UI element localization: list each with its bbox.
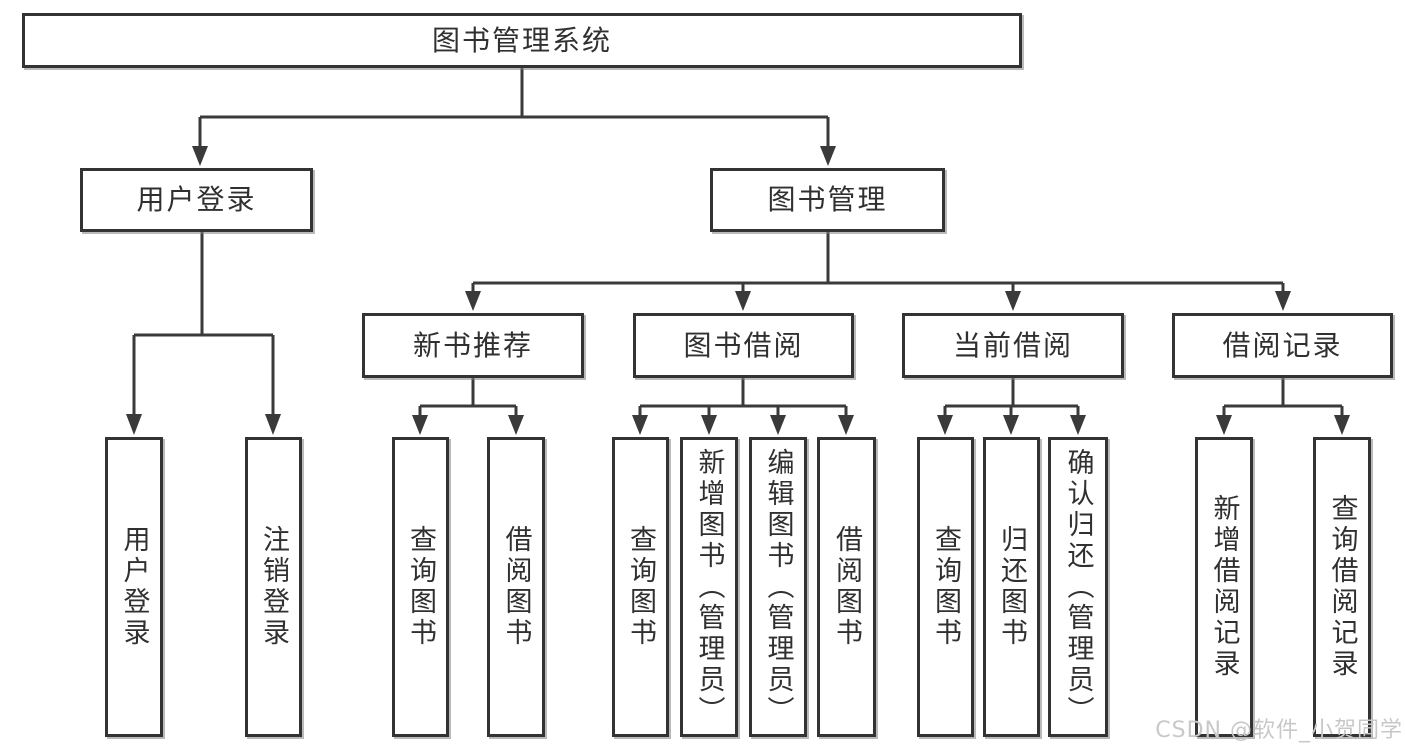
leaf-label: 查询借阅记录 — [1326, 494, 1358, 680]
node-label: 图书管理 — [767, 183, 888, 216]
node-library-system-root: 图书管理系统 — [22, 13, 1022, 68]
leaf-label: 用户登录 — [118, 525, 150, 649]
leaf-label: 借阅图书 — [831, 525, 862, 649]
node-label: 图书借阅 — [683, 328, 804, 362]
node-new-book-recommend: 新书推荐 — [362, 313, 584, 378]
leaf-query-books-recommend: 查询图书 — [392, 437, 449, 737]
leaf-label: 新增借阅记录 — [1208, 494, 1240, 680]
leaf-label: 新增图书（管理员） — [693, 447, 725, 727]
csdn-watermark: CSDN @软件_小贺同学 — [1155, 718, 1403, 743]
leaf-label: 归还图书 — [996, 525, 1027, 649]
leaf-query-borrow-record: 查询借阅记录 — [1313, 437, 1371, 737]
leaf-label: 确认归还（管理员） — [1062, 447, 1094, 727]
node-label: 当前借阅 — [952, 328, 1073, 362]
node-label: 图书管理系统 — [431, 23, 612, 57]
node-label: 借阅记录 — [1222, 328, 1343, 362]
leaf-label: 编辑图书（管理员） — [762, 447, 794, 727]
leaf-label: 借阅图书 — [500, 525, 532, 649]
leaf-borrow-books-recommend: 借阅图书 — [487, 437, 545, 737]
leaf-confirm-return-admin: 确认归还（管理员） — [1048, 437, 1108, 737]
leaf-logout: 注销登录 — [245, 437, 302, 737]
node-book-borrowing: 图书借阅 — [633, 313, 854, 378]
leaf-edit-books-admin: 编辑图书（管理员） — [749, 437, 807, 737]
leaf-borrow-books: 借阅图书 — [817, 437, 876, 737]
leaf-add-books-admin: 新增图书（管理员） — [680, 437, 738, 737]
leaf-return-books: 归还图书 — [983, 437, 1040, 737]
leaf-label: 查询图书 — [405, 525, 436, 649]
node-label: 新书推荐 — [412, 328, 533, 362]
node-current-borrowing: 当前借阅 — [902, 313, 1124, 378]
leaf-add-borrow-record: 新增借阅记录 — [1195, 437, 1253, 737]
leaf-label: 注销登录 — [258, 525, 289, 649]
node-book-management: 图书管理 — [710, 168, 945, 232]
leaf-query-books-current: 查询图书 — [917, 437, 974, 737]
leaf-label: 查询图书 — [625, 525, 656, 649]
leaf-user-login: 用户登录 — [105, 437, 163, 737]
leaf-query-books-borrowing: 查询图书 — [612, 437, 669, 737]
node-label: 用户登录 — [136, 183, 257, 216]
node-borrowing-records: 借阅记录 — [1172, 313, 1393, 378]
node-user-login: 用户登录 — [80, 168, 313, 232]
leaf-label: 查询图书 — [930, 525, 961, 649]
